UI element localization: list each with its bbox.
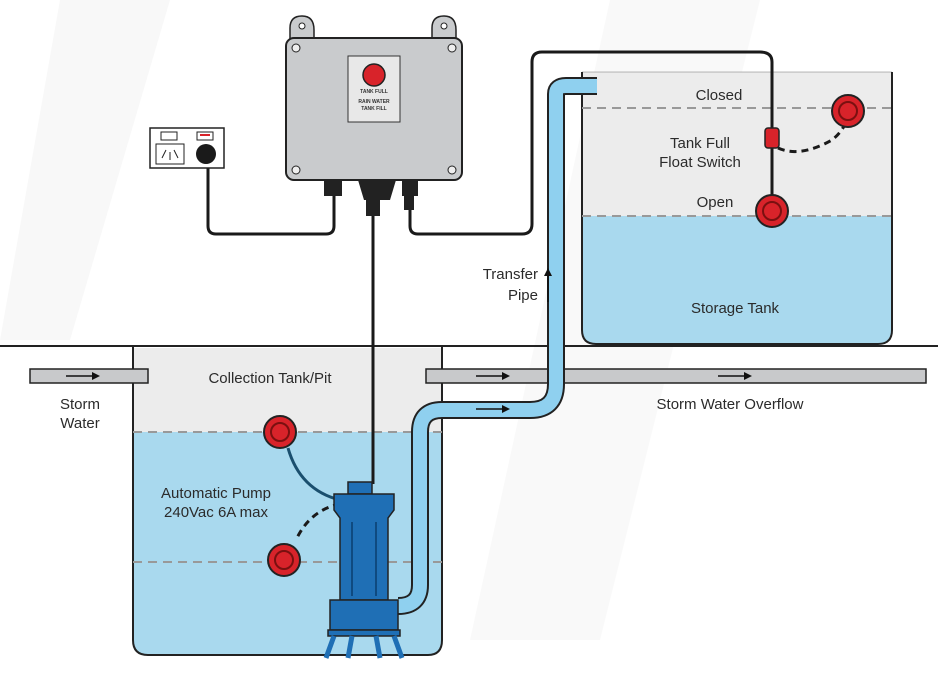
- transfer-pipe-label-line1: Transfer: [482, 266, 538, 283]
- open-label: Open: [696, 194, 734, 211]
- panel-label-line1: RAIN WATER: [358, 99, 390, 105]
- storage-tank: [581, 71, 893, 345]
- storm-water-label-line1: Storm: [59, 396, 100, 413]
- panel-small-label: TANK FULL: [360, 89, 388, 95]
- storm-water-label-line2: Water: [60, 415, 100, 432]
- closed-label: Closed: [695, 87, 743, 104]
- pump-label-line1: Automatic Pump: [160, 485, 272, 502]
- pump-float-switch: [263, 415, 341, 577]
- storage-tank-label: Storage Tank: [690, 300, 780, 317]
- transfer-pipe: [397, 77, 597, 615]
- power-outlet: [149, 127, 225, 169]
- pump-label-line2: 240Vac 6A max: [164, 504, 268, 521]
- tank-full-float-switch: [755, 94, 865, 228]
- storm-overflow-label: Storm Water Overflow: [656, 396, 804, 413]
- cables: [206, 50, 774, 484]
- float-switch-label-line1: Tank Full: [669, 135, 731, 152]
- tank-full-indicator-light: [362, 63, 386, 87]
- float-switch-label-line2: Float Switch: [659, 154, 741, 171]
- control-box: [285, 15, 463, 216]
- transfer-pipe-label-line2: Pipe: [507, 287, 538, 304]
- collection-tank-label: Collection Tank/Pit: [208, 370, 332, 387]
- storm-overflow-pipe: [425, 368, 927, 384]
- panel-label-line2: TANK FILL: [361, 106, 387, 112]
- storm-water-inlet-pipe: [29, 368, 149, 384]
- automatic-pump: [323, 481, 405, 659]
